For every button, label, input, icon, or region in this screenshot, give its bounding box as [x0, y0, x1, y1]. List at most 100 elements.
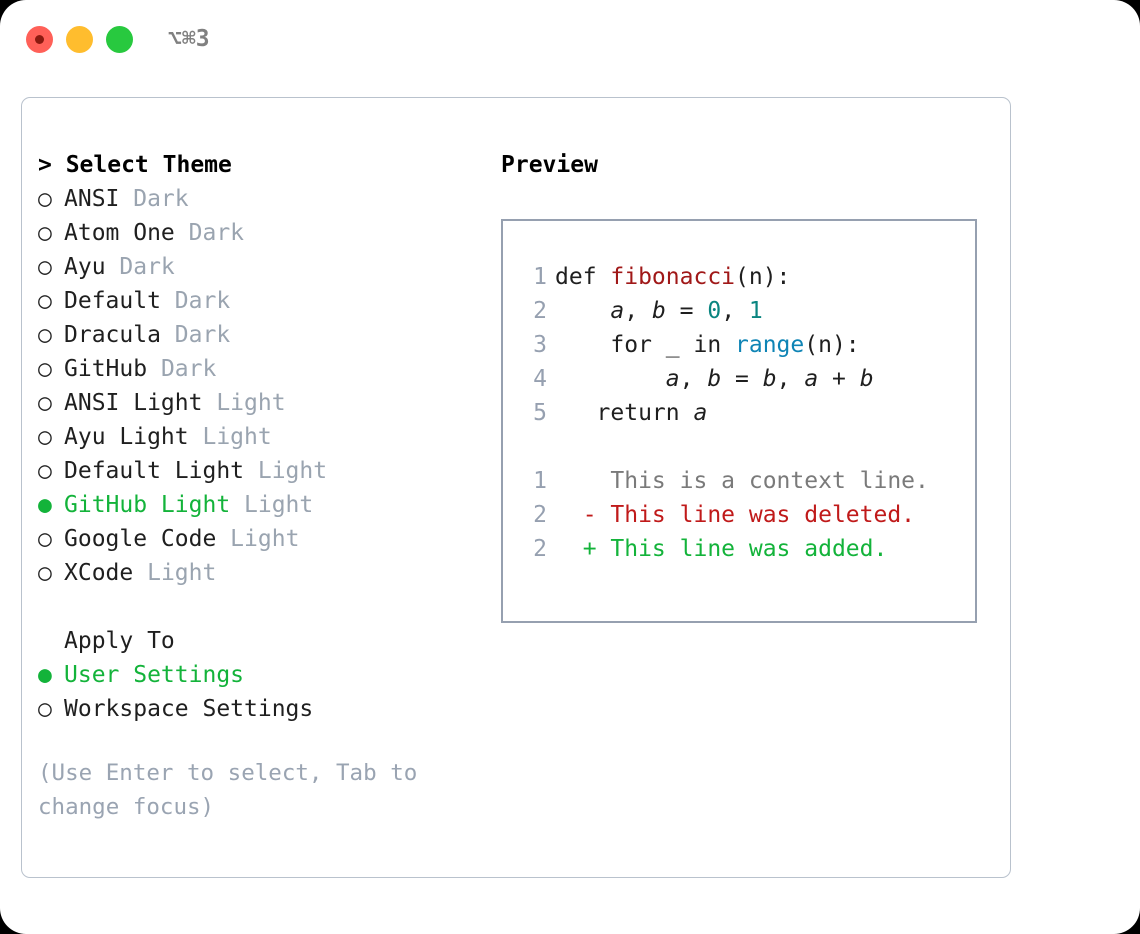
line-number: 2 — [533, 298, 547, 324]
theme-item-label: Atom One — [64, 220, 175, 246]
theme-item-label: Ayu — [64, 254, 106, 280]
code-line: 4 a, b = b, a + b — [521, 362, 929, 396]
code-line-text: a, b = b, a + b — [555, 366, 874, 392]
diff-line-text: This is a context line. — [555, 468, 929, 494]
code-token: , — [776, 366, 805, 392]
code-token: a — [693, 400, 708, 426]
radio-unselected-icon: ○ — [38, 560, 52, 586]
close-window-button[interactable] — [26, 26, 53, 53]
apply-to-list: ● User Settings ○Workspace Settings — [38, 658, 488, 726]
theme-item-variant: Light — [133, 560, 217, 586]
radio-unselected-icon: ○ — [38, 254, 52, 280]
code-token — [555, 366, 666, 392]
theme-item[interactable]: ●GitHub Light Light — [38, 488, 488, 522]
section-spacer — [38, 590, 488, 624]
radio-unselected-icon: ○ — [38, 390, 52, 416]
code-token: fibonacci — [610, 264, 736, 290]
theme-item[interactable]: ○ Atom One Dark — [38, 216, 488, 250]
code-token: b — [859, 366, 874, 392]
theme-item-label: ANSI — [64, 186, 120, 212]
code-line: 3 for _ in range(n): — [521, 328, 929, 362]
theme-item-variant: Light — [244, 458, 328, 484]
code-token: , — [679, 366, 708, 392]
code-token: return — [555, 400, 694, 426]
line-number: 5 — [533, 400, 547, 426]
radio-unselected-icon: ○ — [38, 458, 52, 484]
theme-item[interactable]: ○GitHub Dark — [38, 352, 488, 386]
keyboard-shortcut-label: ⌥⌘3 — [168, 26, 210, 52]
minimize-window-button[interactable] — [66, 26, 93, 53]
apply-to-bullet-placeholder: ○ — [38, 624, 64, 658]
radio-selected-icon: ● — [38, 662, 52, 688]
theme-item-variant: Dark — [174, 220, 245, 246]
apply-to-item-label: User Settings — [64, 662, 245, 688]
code-line: 1 def fibonacci(n): — [521, 260, 929, 294]
code-token: = — [665, 298, 708, 324]
radio-unselected-icon: ○ — [38, 186, 52, 212]
theme-item-label: Default — [64, 288, 161, 314]
theme-item[interactable]: ○Dracula Dark — [38, 318, 488, 352]
theme-item[interactable]: ○ XCode Light — [38, 556, 488, 590]
theme-item[interactable]: ○Ayu Light Light — [38, 420, 488, 454]
theme-item-label: XCode — [64, 560, 134, 586]
diff-line: 1 This is a context line. — [521, 464, 929, 498]
theme-selector-dialog: > Select Theme ○ANSI Dark○Atom One Dark○… — [21, 97, 1011, 878]
code-token: a — [610, 298, 625, 324]
line-number: 4 — [533, 366, 547, 392]
apply-to-item[interactable]: ○Workspace Settings — [38, 692, 488, 726]
title-bar: ⌥⌘3 — [0, 0, 1140, 78]
code-line-text: def fibonacci(n): — [555, 264, 790, 290]
theme-item-variant: Light — [216, 526, 300, 552]
theme-item-variant: Dark — [160, 288, 231, 314]
radio-selected-icon: ● — [38, 492, 52, 518]
diff-line: 2 + This line was added. — [521, 532, 929, 566]
apply-to-header: ○Apply To — [38, 624, 488, 658]
maximize-window-button[interactable] — [106, 26, 133, 53]
code-token: for _ in — [555, 332, 736, 358]
code-line: 2 a, b = 0, 1 — [521, 294, 929, 328]
code-token: a — [665, 366, 680, 392]
theme-item[interactable]: ○ Default Dark — [38, 284, 488, 318]
theme-list-panel: > Select Theme ○ANSI Dark○Atom One Dark○… — [38, 148, 488, 824]
diff-line: 2 - This line was deleted. — [521, 498, 929, 532]
code-token: = — [721, 366, 763, 392]
code-token: b — [651, 298, 666, 324]
radio-unselected-icon: ○ — [38, 526, 52, 552]
theme-item-variant: Dark — [160, 322, 231, 348]
apply-to-item-label: Workspace Settings — [64, 696, 314, 722]
code-token: def — [555, 264, 611, 290]
theme-item-label: ANSI Light — [64, 390, 203, 416]
theme-item-label: Default Light — [64, 458, 245, 484]
code-token: range — [735, 332, 805, 358]
theme-item-variant: Dark — [105, 254, 175, 280]
theme-item-label: Google Code — [64, 526, 217, 552]
theme-item[interactable]: ○ANSI Dark — [38, 182, 488, 216]
code-token: 0 — [707, 298, 722, 324]
line-number: 1 — [533, 264, 547, 290]
code-token: a — [804, 366, 819, 392]
theme-item[interactable]: ○ Google Code Light — [38, 522, 488, 556]
theme-item-variant: Light — [230, 492, 314, 518]
apply-to-item[interactable]: ● User Settings — [38, 658, 488, 692]
code-line-text: for _ in range(n): — [555, 332, 860, 358]
code-token — [555, 298, 610, 324]
code-line-text: a, b = 0, 1 — [555, 298, 763, 324]
radio-unselected-icon: ○ — [38, 220, 52, 246]
theme-item[interactable]: ○ Ayu Dark — [38, 250, 488, 284]
radio-unselected-icon: ○ — [38, 288, 52, 314]
keyboard-hint: (Use Enter to select, Tab to change focu… — [38, 760, 418, 820]
theme-item[interactable]: ○ANSI Light Light — [38, 386, 488, 420]
diff-line-text: - This line was deleted. — [555, 502, 916, 528]
diff-line-text: + This line was added. — [555, 536, 888, 562]
line-number: 2 — [533, 536, 547, 562]
code-token: 1 — [748, 298, 763, 324]
select-theme-header: > Select Theme — [38, 152, 232, 178]
code-token: (n): — [804, 332, 860, 358]
theme-item[interactable]: ○ Default Light Light — [38, 454, 488, 488]
line-number: 1 — [533, 468, 547, 494]
code-token: , — [721, 298, 749, 324]
